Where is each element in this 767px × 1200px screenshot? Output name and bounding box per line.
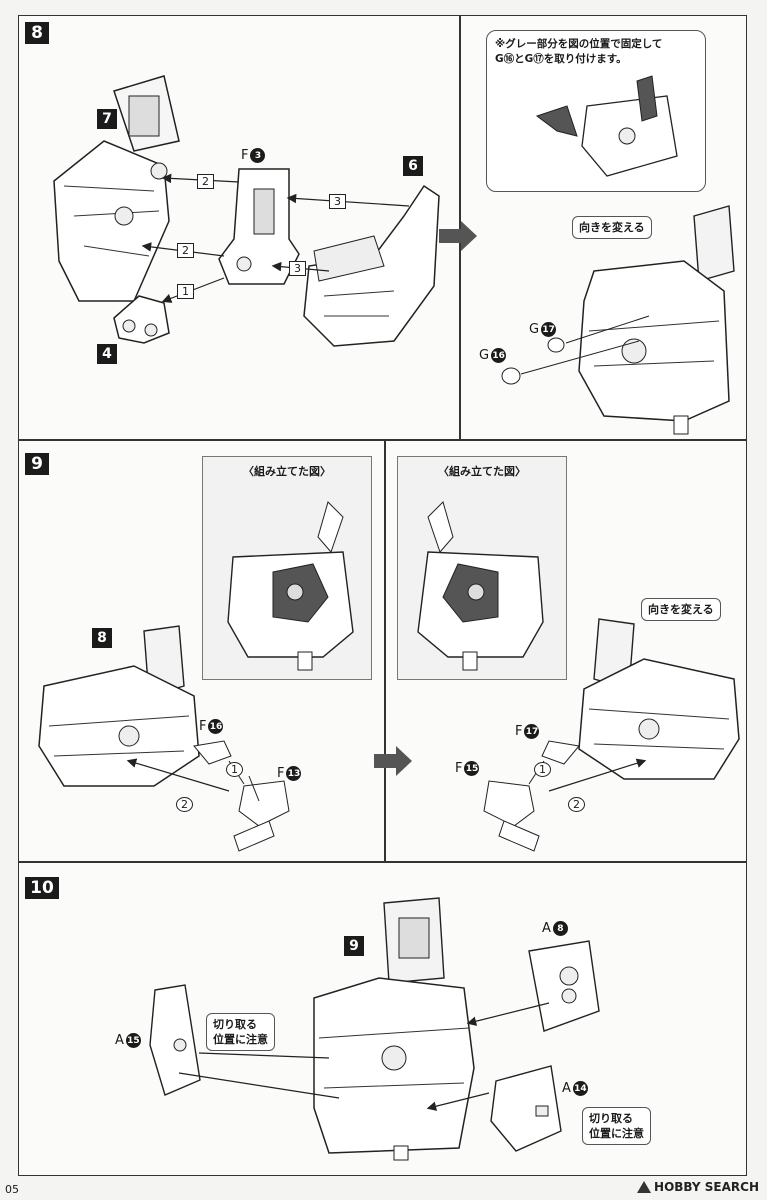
watermark-logo-icon bbox=[637, 1181, 652, 1193]
rotate-callout: 向きを変える bbox=[641, 598, 721, 621]
watermark: HOBBY SEARCH bbox=[637, 1180, 759, 1194]
part-4-drawing bbox=[113, 295, 170, 344]
rotate-callout: 向きを変える bbox=[572, 216, 652, 239]
part-6-drawing bbox=[303, 184, 440, 347]
arrow-label-1: 1 bbox=[177, 284, 194, 299]
part-a14-drawing bbox=[490, 1065, 562, 1152]
step-number: 9 bbox=[25, 453, 49, 475]
cut-position-callout-right: 切り取る 位置に注意 bbox=[582, 1107, 651, 1145]
ref-part-9: 9 bbox=[344, 936, 364, 956]
note-balloon: ※グレー部分を図の位置で固定して G⑯とG⑰を取り付けます。 bbox=[486, 30, 706, 192]
part-a8-drawing bbox=[528, 940, 600, 1032]
step9-parts-left bbox=[193, 740, 290, 852]
watermark-text: HOBBY SEARCH bbox=[654, 1180, 759, 1194]
step-number: 10 bbox=[25, 877, 59, 899]
part-f3-drawing bbox=[218, 168, 300, 285]
assembled-view-right: 〈組み立てた図〉 bbox=[397, 456, 567, 680]
ref-part-8: 8 bbox=[92, 628, 112, 648]
arrow-label-2-top: 2 bbox=[197, 174, 214, 189]
part-g-pegs bbox=[501, 315, 650, 385]
divider bbox=[384, 441, 386, 861]
step10-arrows bbox=[178, 1002, 550, 1111]
part-a15-drawing bbox=[149, 984, 201, 1096]
cut-position-callout-left: 切り取る 位置に注意 bbox=[206, 1013, 275, 1051]
ref-part-4: 4 bbox=[97, 344, 117, 364]
note-text: ※グレー部分を図の位置で固定して G⑯とG⑰を取り付けます。 bbox=[495, 38, 663, 65]
arrow-label-1-left: 1 bbox=[226, 762, 243, 777]
note-detail-drawing bbox=[535, 75, 678, 177]
assembly-arrows bbox=[141, 173, 410, 303]
arrow-label-2-left: 2 bbox=[176, 797, 193, 812]
step9-parts-right bbox=[483, 740, 580, 852]
arrow-label-3-top: 3 bbox=[329, 194, 346, 209]
transition-arrow bbox=[374, 746, 412, 776]
step9-left-body bbox=[38, 625, 200, 787]
step-number: 8 bbox=[25, 22, 49, 44]
transition-arrow bbox=[439, 221, 477, 251]
inset-title: 〈組み立てた図〉 bbox=[438, 465, 526, 478]
page-number: 05 bbox=[5, 1183, 19, 1196]
inset-title: 〈組み立てた図〉 bbox=[243, 465, 331, 478]
divider bbox=[459, 16, 461, 439]
arrow-label-1-right: 1 bbox=[534, 762, 551, 777]
arrow-label-3-mid: 3 bbox=[289, 261, 306, 276]
arrow-label-2-right: 2 bbox=[568, 797, 585, 812]
assembled-left-drawing bbox=[227, 501, 354, 671]
step-9-panel: 9 〈組み立てた図〉 〈組み立てた図〉 8 向きを変える bbox=[18, 440, 747, 862]
assembled-view-left: 〈組み立てた図〉 bbox=[202, 456, 372, 680]
arrow-label-2-mid: 2 bbox=[177, 243, 194, 258]
part-7-drawing bbox=[53, 75, 180, 302]
step9-arrows bbox=[126, 758, 647, 802]
right-assembly-drawing bbox=[578, 205, 735, 435]
ref-part-6: 6 bbox=[403, 156, 423, 176]
step9-right-body bbox=[578, 618, 740, 780]
ref-part-7: 7 bbox=[97, 109, 117, 129]
assembled-right-drawing bbox=[417, 501, 544, 671]
